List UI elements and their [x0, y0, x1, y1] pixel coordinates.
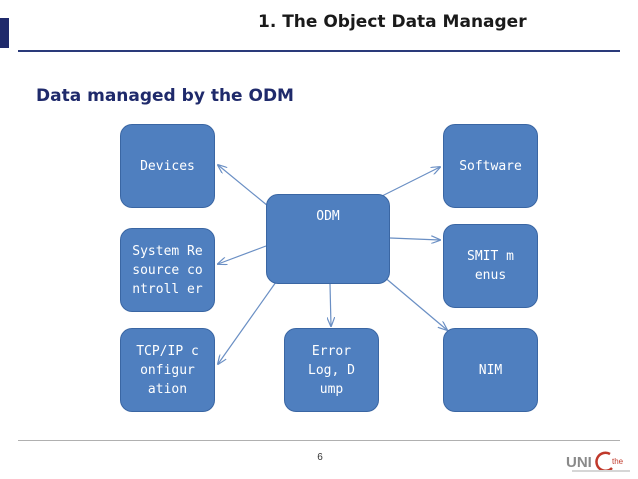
slide-subtitle: Data managed by the ODM	[36, 86, 294, 106]
unithe-logo: UNI the	[566, 451, 630, 473]
arrow-odm-to-devices	[218, 165, 269, 207]
node-smit-menus: SMIT menus	[443, 224, 538, 308]
arrow-odm-to-smit-menus	[389, 238, 440, 240]
title-accent-bar	[0, 18, 9, 48]
arrow-odm-to-tcpip-configuration	[218, 281, 277, 364]
node-odm: ODM	[266, 194, 390, 284]
footer-divider	[18, 440, 620, 441]
node-tcpip-configuration: TCP/IP configur ation	[120, 328, 215, 412]
node-error-log-dump: Error Log, Dump	[284, 328, 379, 412]
node-software: Software	[443, 124, 538, 208]
svg-text:UNI: UNI	[566, 454, 592, 471]
svg-text:the: the	[612, 457, 624, 466]
node-devices: Devices	[120, 124, 215, 208]
arrow-odm-to-error-log	[330, 283, 331, 326]
page-number: 6	[317, 452, 323, 463]
node-system-resource-controller: System Resource controll er	[120, 228, 215, 312]
arrow-odm-to-nim	[382, 275, 447, 330]
node-nim: NIM	[443, 328, 538, 412]
title-divider	[18, 50, 620, 52]
arrow-odm-to-software	[377, 167, 440, 199]
page-title: 1. The Object Data Manager	[258, 12, 527, 32]
arrow-odm-to-system-resource-controller	[218, 245, 267, 264]
